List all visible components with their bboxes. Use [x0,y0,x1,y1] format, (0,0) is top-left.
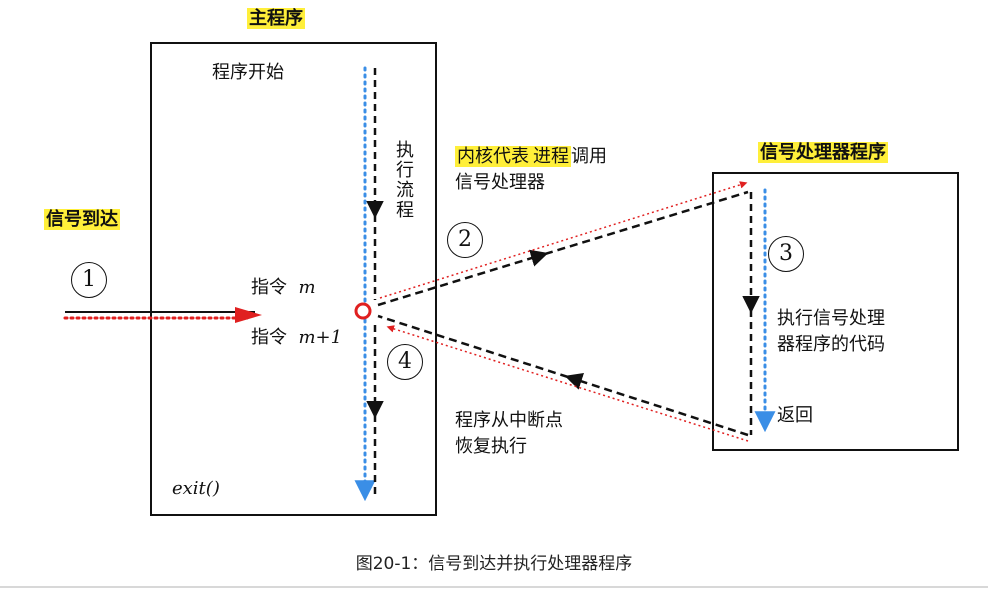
step-2-circle: 2 [447,222,483,258]
signal-arrowhead [235,307,262,323]
exec-handler-line1: 执行信号处理 [777,308,885,329]
return-red [386,325,749,442]
program-start-label: 程序开始 [212,62,284,83]
call-handler-black-2 [544,190,749,256]
exec-flow-label: 执行流程 [393,140,414,220]
call-handler-black [377,249,549,307]
instr-m-label: 指令 m [251,277,316,298]
kernel-call-line1: 内核代表进程调用 [455,146,607,167]
call-handler-red [379,181,748,299]
return-black [564,372,749,437]
return-black-2 [377,314,569,379]
handler-box [712,172,959,451]
exec-handler-line2: 器程序的代码 [777,334,885,355]
instr-m1-label: 指令 m+1 [251,327,343,348]
step-4-circle: 4 [387,344,423,380]
resume-line2: 恢复执行 [455,436,527,457]
resume-line1: 程序从中断点 [455,410,563,431]
main-program-box [150,42,437,516]
handler-title: 信号处理器程序 [758,142,888,163]
step-1-circle: 1 [71,262,107,298]
signal-arrive-label: 信号到达 [44,209,120,230]
figure-caption: 图20-1：信号到达并执行处理器程序 [355,554,633,574]
return-label: 返回 [777,405,813,426]
main-program-title: 主程序 [247,8,305,29]
exit-label: exit() [172,478,220,499]
kernel-call-line2: 信号处理器 [455,172,545,193]
interrupt-point [354,302,372,320]
bottom-divider [0,586,988,588]
step-3-circle: 3 [768,236,804,272]
